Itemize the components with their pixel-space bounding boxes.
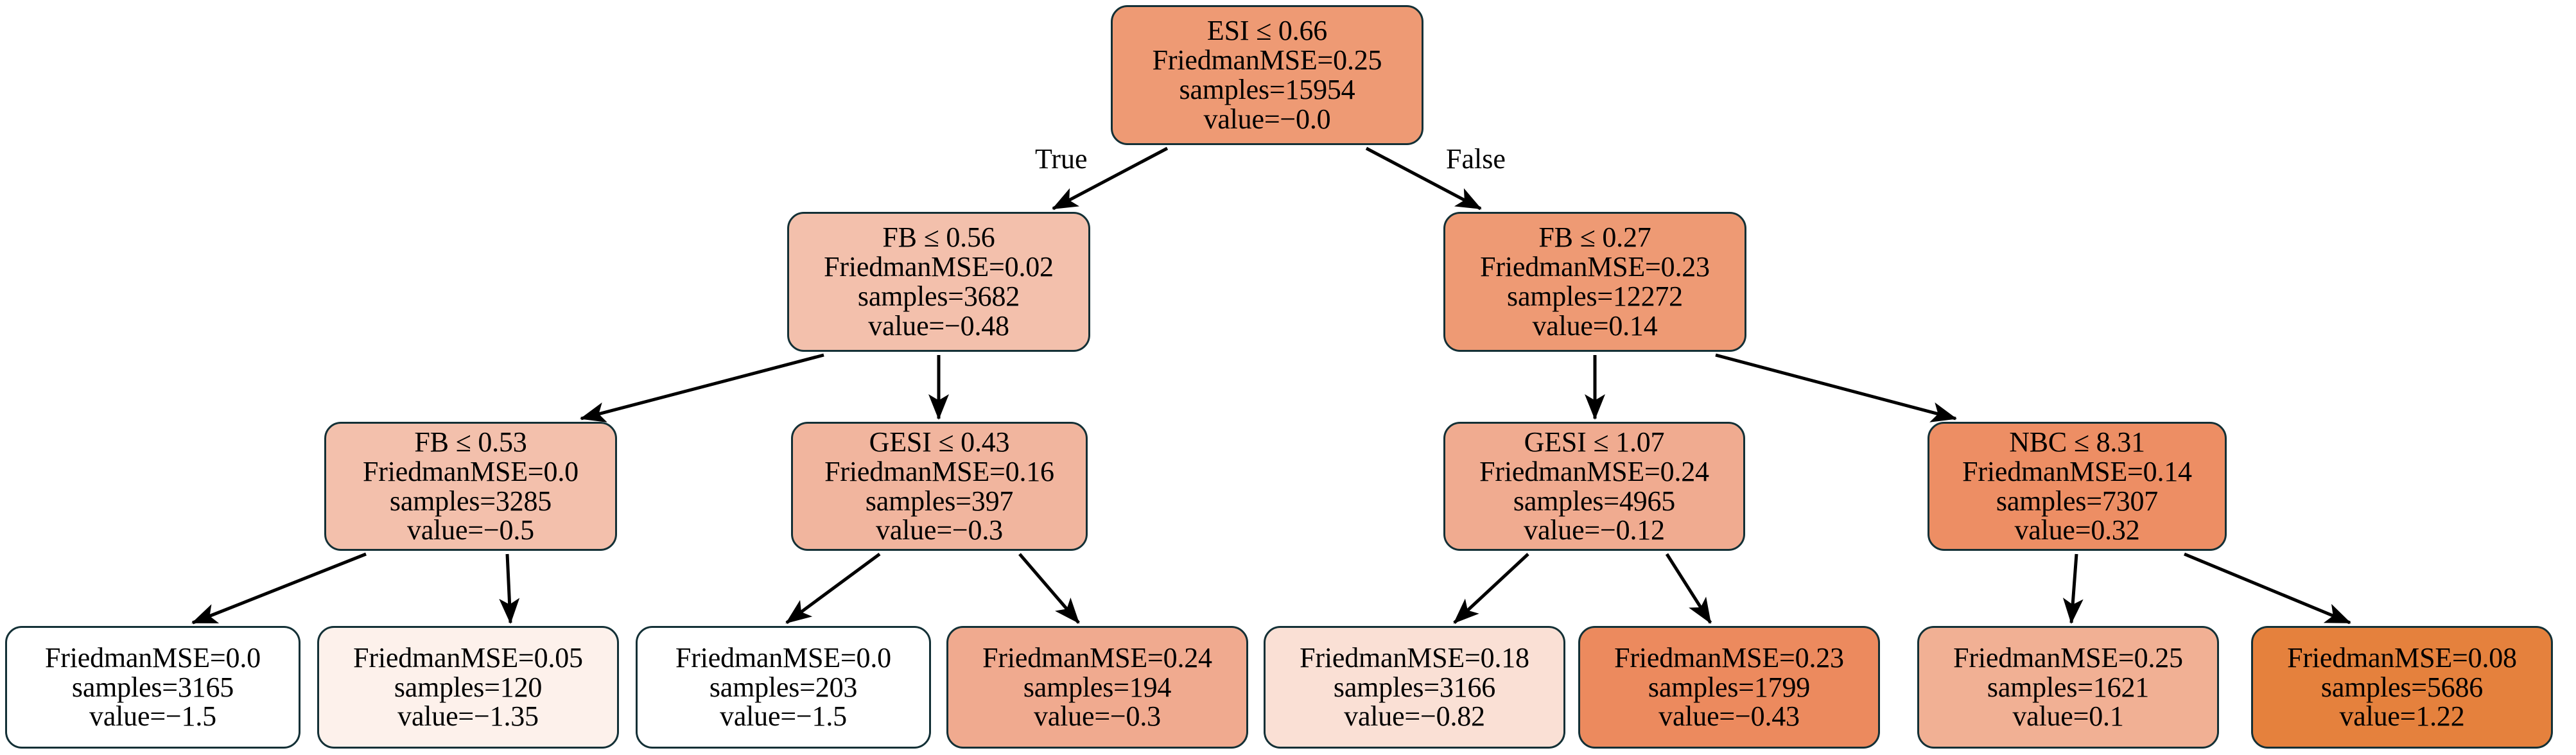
node-nbc-831-line-3: samples=7307 [1996, 485, 2159, 517]
false-label: False [1446, 143, 1506, 175]
node-gesi-107-line-2: FriedmanMSE=0.24 [1479, 455, 1709, 487]
leaf-node-8-line-2: samples=5686 [2320, 671, 2484, 703]
leaf-node-7-line-1: FriedmanMSE=0.25 [1953, 641, 2183, 673]
edge-n2-right [1715, 353, 1957, 422]
leaf-node-1-line-1: FriedmanMSE=0.0 [45, 641, 261, 673]
edge-n6-right [2184, 552, 2351, 625]
leaf-node-6-line-2: samples=1799 [1648, 671, 1811, 703]
node-gesi-043-line-4: value=−0.3 [876, 514, 1003, 546]
node-gesi-107-line-4: value=−0.12 [1524, 514, 1665, 546]
leaf-node-8-line-3: value=1.22 [2339, 700, 2465, 733]
node-gesi-043-line-1: GESI ≤ 0.43 [869, 426, 1010, 458]
leaf-node-3-line-2: samples=203 [709, 671, 858, 703]
edge-n6-left [2062, 553, 2084, 624]
edge-n3-right [499, 553, 520, 624]
node-fb-053-line-4: value=−0.5 [407, 514, 534, 546]
node-gesi-043-line-2: FriedmanMSE=0.16 [824, 455, 1054, 487]
node-fb-027-line-4: value=0.14 [1532, 309, 1658, 342]
node-fb-027-line-3: samples=12272 [1507, 281, 1683, 312]
node-fb-056-line-2: FriedmanMSE=0.02 [824, 251, 1054, 283]
edge-n4-left [785, 552, 881, 625]
node-nbc-831-line-1: NBC ≤ 8.31 [2009, 426, 2145, 458]
leaf-node-2-line-2: samples=120 [394, 671, 543, 703]
leaf-node-6-line-3: value=−0.43 [1658, 700, 1800, 733]
leaf-node-5-line-1: FriedmanMSE=0.18 [1300, 641, 1529, 673]
leaf-node-4-line-1: FriedmanMSE=0.24 [982, 641, 1212, 673]
leaf-node-5-line-2: samples=3166 [1333, 671, 1496, 703]
root-node-line-2: FriedmanMSE=0.25 [1152, 44, 1382, 76]
leaf-node-4-line-3: value=−0.3 [1034, 700, 1161, 733]
leaf-node-6-line-1: FriedmanMSE=0.23 [1614, 641, 1844, 673]
leaf-node-8-line-1: FriedmanMSE=0.08 [2287, 641, 2517, 673]
node-fb-053-line-2: FriedmanMSE=0.0 [363, 455, 579, 487]
node-gesi-107-line-1: GESI ≤ 1.07 [1524, 426, 1665, 458]
node-gesi-043-line-3: samples=397 [865, 485, 1014, 517]
leaf-node-1-line-3: value=−1.5 [89, 700, 216, 733]
edge-n1-left [580, 353, 824, 422]
edge-n5-right [1665, 553, 1712, 624]
leaf-node-2-line-1: FriedmanMSE=0.05 [353, 641, 583, 673]
leaf-node-7-line-2: samples=1621 [1987, 671, 2150, 703]
node-nbc-831-line-4: value=0.32 [2014, 514, 2140, 546]
leaf-node-7-line-3: value=0.1 [2012, 700, 2124, 733]
root-node-line-3: samples=15954 [1179, 74, 1355, 105]
edge-n3-left [191, 552, 367, 625]
root-node-line-1: ESI ≤ 0.66 [1206, 15, 1328, 47]
node-fb-056-line-4: value=−0.48 [868, 309, 1009, 342]
edge-n4-right [1018, 553, 1080, 624]
node-fb-027-line-1: FB ≤ 0.27 [1538, 221, 1651, 254]
node-fb-056-line-3: samples=3682 [857, 281, 1020, 312]
edge-n5-left [1453, 553, 1529, 624]
node-nbc-831-line-2: FriedmanMSE=0.14 [1962, 455, 2192, 487]
node-fb-053-line-3: samples=3285 [389, 485, 552, 517]
node-fb-053-line-1: FB ≤ 0.53 [414, 426, 527, 458]
leaf-node-3-line-3: value=−1.5 [720, 700, 847, 733]
leaf-node-4-line-2: samples=194 [1023, 671, 1172, 703]
leaf-node-1-line-2: samples=3165 [71, 671, 234, 703]
leaf-node-5-line-3: value=−0.82 [1344, 700, 1485, 733]
leaf-node-2-line-3: value=−1.35 [397, 700, 539, 733]
root-node-line-4: value=−0.0 [1203, 103, 1331, 135]
true-label: True [1035, 143, 1088, 175]
node-fb-027-line-2: FriedmanMSE=0.23 [1480, 251, 1710, 283]
node-gesi-107-line-3: samples=4965 [1513, 485, 1676, 517]
leaf-node-3-line-1: FriedmanMSE=0.0 [675, 641, 891, 673]
node-fb-056-line-1: FB ≤ 0.56 [882, 221, 995, 254]
